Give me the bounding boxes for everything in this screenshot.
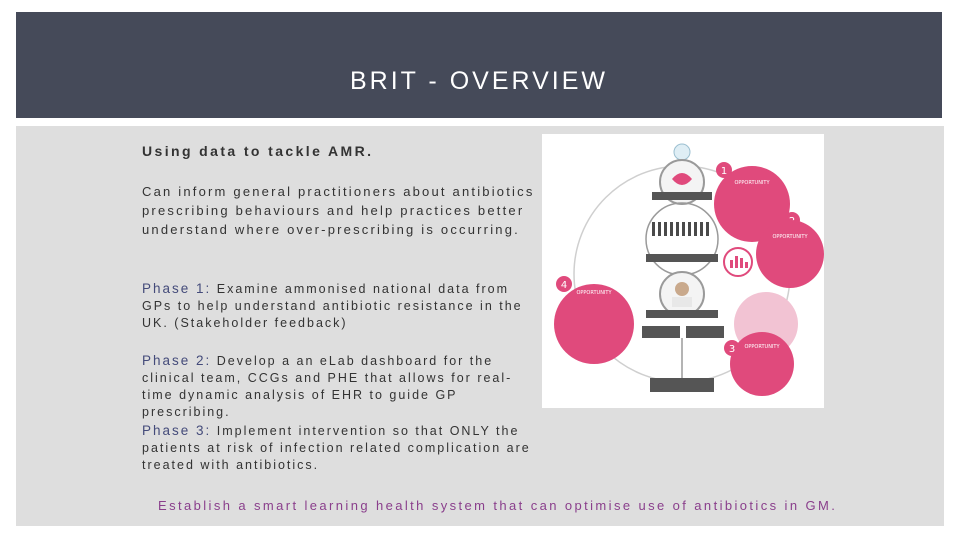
phase-2-label: Phase 2: (142, 353, 212, 368)
top-icon (673, 143, 691, 161)
population-label-bar (646, 254, 718, 262)
marker-3-label: 3 (729, 344, 735, 355)
phase-1-label: Phase 1: (142, 281, 212, 296)
phase-1-text: Examine ammonised national data from GPs… (142, 282, 523, 330)
opportunity-3-label: OPPORTUNITY (744, 344, 780, 350)
marker-1-label: 1 (721, 166, 727, 177)
sub-box-right (686, 326, 724, 338)
population-icons (652, 222, 709, 236)
opportunity-2-bubble (756, 220, 824, 288)
marker-1 (716, 162, 732, 178)
marker-3 (724, 340, 740, 356)
population-circle (645, 202, 719, 276)
opportunity-3-bubble (730, 332, 794, 396)
marker-4 (556, 276, 572, 292)
doctor-head-icon (675, 282, 689, 296)
opportunity-4-bubble (554, 284, 634, 364)
outcome-box (650, 378, 714, 392)
opportunity-1-label: OPPORTUNITY (734, 180, 770, 186)
slide-header: BRIT - OVERVIEW (16, 12, 942, 118)
footer-statement: Establish a smart learning health system… (158, 498, 838, 513)
doctor-body-icon (672, 297, 692, 307)
doctor-label-bar (646, 310, 718, 318)
opportunity-2-label: OPPORTUNITY (772, 234, 808, 240)
heart-icon (672, 173, 692, 185)
phase-3-text: Implement intervention so that ONLY the … (142, 424, 531, 472)
opportunity-4-label: OPPORTUNITY (576, 290, 612, 296)
intro-paragraph: Can inform general practitioners about a… (142, 184, 535, 237)
phase-1: Phase 1: Examine ammonised national data… (142, 280, 542, 332)
slide-heading: Using data to tackle AMR. (142, 143, 374, 159)
infographic-image: 1 OPPORTUNITY 2 OPPORTUNITY 4 OPPORT (542, 134, 824, 408)
phase-3: Phase 3: Implement intervention so that … (142, 422, 542, 474)
marker-4-label: 4 (561, 280, 567, 291)
patient-label-bar (652, 192, 712, 200)
infographic-svg: 1 OPPORTUNITY 2 OPPORTUNITY 4 OPPORT (554, 143, 824, 396)
sub-box-left (642, 326, 680, 338)
opportunity-1-bubble (714, 166, 790, 242)
phase-2: Phase 2: Develop a an eLab dashboard for… (142, 352, 542, 421)
bar-chart-icon (730, 256, 748, 268)
phase-3-label: Phase 3: (142, 423, 212, 438)
slide-title: BRIT - OVERVIEW (349, 67, 608, 95)
phase-2-text: Develop a an eLab dashboard for the clin… (142, 354, 513, 419)
